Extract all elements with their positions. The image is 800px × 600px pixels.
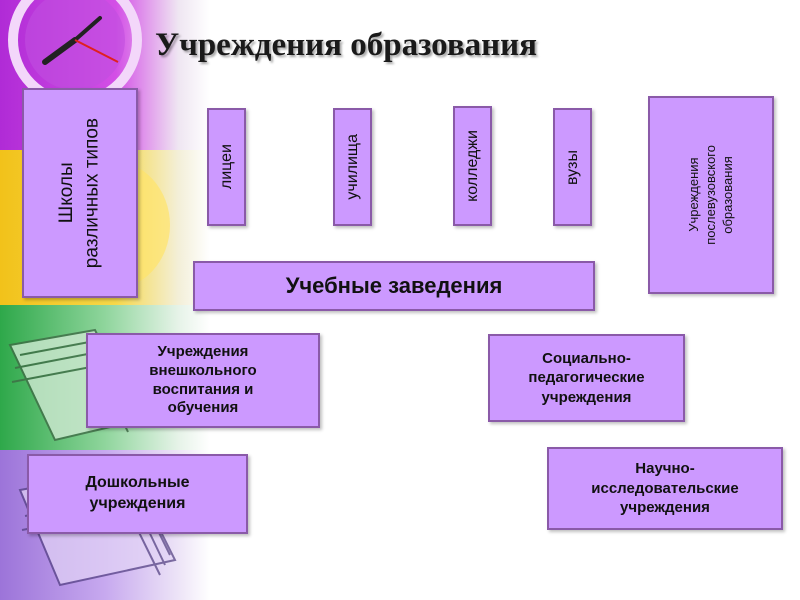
schools-box: Школы различных типов [22, 88, 138, 298]
extracurricular-label: Учреждения внешкольного воспитания и обу… [149, 343, 257, 417]
lycees-box: лицеи [207, 108, 246, 226]
extracurricular-box: Учреждения внешкольного воспитания и обу… [86, 333, 320, 428]
colleges-box: колледжи [453, 106, 492, 226]
research-box: Научно- исследовательские учреждения [547, 447, 783, 530]
educational-institutions-label: Учебные заведения [285, 272, 503, 298]
postgraduate-box: Учреждения послевузовского образования [648, 96, 774, 294]
page-title: Учреждения образования [155, 27, 538, 63]
uchilishcha-box: училища [333, 108, 372, 226]
clock-icon [8, 0, 142, 107]
colleges-label: колледжи [463, 130, 481, 202]
uchilishcha-label: училища [343, 134, 361, 200]
schools-label: Школы различных типов [56, 117, 103, 269]
preschool-label: Дошкольные учреждения [85, 474, 190, 512]
educational-institutions-box: Учебные заведения [193, 261, 595, 311]
social-pedagogical-label: Социально- педагогические учреждения [528, 349, 645, 406]
preschool-box: Дошкольные учреждения [27, 454, 248, 534]
universities-box: вузы [553, 108, 592, 226]
universities-label: вузы [563, 149, 581, 185]
lycees-label: лицеи [217, 144, 235, 190]
postgraduate-label: Учреждения послевузовского образования [685, 145, 735, 245]
social-pedagogical-box: Социально- педагогические учреждения [488, 334, 685, 422]
research-label: Научно- исследовательские учреждения [591, 460, 739, 517]
